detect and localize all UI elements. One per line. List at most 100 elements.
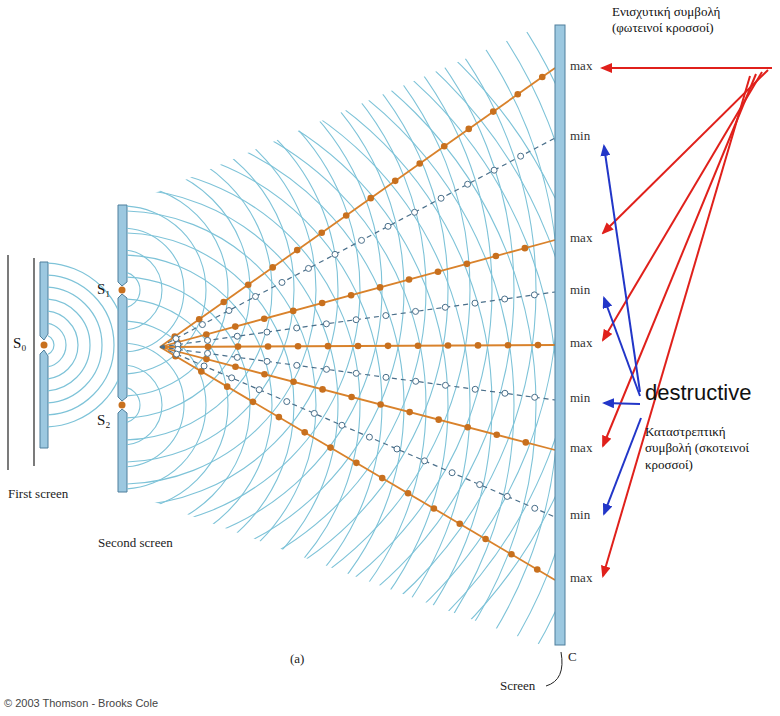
destructive-dot (532, 394, 538, 400)
constructive-dot (539, 74, 546, 81)
destructive-dot (449, 470, 455, 476)
destructive-dot (518, 153, 524, 159)
constructive-dot (276, 414, 283, 421)
constructive-dot (261, 371, 268, 378)
destructive-dot (234, 333, 240, 339)
wavefront (0, 145, 382, 665)
wavefront (0, 233, 294, 577)
maximum-ray (160, 240, 555, 347)
destructive-arrow (604, 146, 640, 392)
constructive-dot (265, 343, 272, 350)
constructive-dot (464, 261, 471, 268)
second-screen-bar (118, 409, 127, 492)
min-label: min (570, 283, 590, 298)
constructive-dot (493, 253, 500, 260)
constructive-dot (522, 439, 529, 446)
constructive-dot (343, 212, 350, 219)
wavefront (0, 74, 338, 506)
wavefront (60, 343, 184, 467)
max-label: max (570, 231, 592, 246)
constructive-dot (465, 126, 472, 133)
wavefront (48, 323, 66, 367)
wavefront (0, 0, 492, 660)
destructive-arrow (604, 298, 640, 396)
destructive-dot (256, 387, 262, 393)
minimum-ray (160, 138, 555, 347)
wavefront (38, 206, 206, 374)
slit-waves (0, 0, 602, 716)
wavefront (0, 0, 580, 716)
source-dot (41, 342, 48, 349)
slit-label: S₁ (97, 281, 111, 298)
constructive-note: Ενισχυτική συμβολή (φωτεινοί κροσσοί) (612, 4, 772, 37)
constructive-dot (301, 429, 308, 436)
wavefront (0, 96, 316, 484)
max-label: max (570, 59, 592, 74)
constructive-dot (377, 284, 384, 291)
wavefront (0, 13, 514, 716)
destructive-dot (173, 336, 179, 342)
first-screen-bar (40, 262, 48, 340)
first-screen-line (7, 255, 8, 470)
second-screen-bar (118, 294, 127, 401)
destructive-dot (491, 167, 497, 173)
destructive-dot (383, 374, 389, 380)
first-screen-label: First screen (8, 487, 68, 502)
constructive-dot (405, 490, 412, 497)
wavefront (48, 275, 114, 415)
destructive-dot (294, 325, 300, 331)
destructive-arrow (604, 403, 640, 404)
destructive-dot (438, 195, 444, 201)
destructive-dot (502, 296, 508, 302)
destructive-dot (359, 237, 365, 243)
constructive-dot (235, 343, 242, 350)
second-screen-label: Second screen (98, 536, 173, 551)
first-screen-bar (40, 350, 48, 448)
constructive-dot (482, 536, 489, 543)
wavefront (0, 35, 492, 716)
constructive-dot (441, 143, 448, 150)
destructive-dot (174, 351, 180, 357)
constructive-dot (377, 401, 384, 408)
destructive-dot (385, 223, 391, 229)
constructive-dot (464, 424, 471, 431)
minimum-ray (160, 347, 555, 400)
wavefront (0, 189, 338, 621)
destructive-dot (201, 363, 207, 369)
wavefront (0, 162, 250, 418)
wavefront (82, 250, 162, 330)
destructive-dot (311, 410, 317, 416)
destructive-dot (532, 505, 538, 511)
constructive-dot (319, 386, 326, 393)
wavefront (0, 0, 602, 716)
wavefront (0, 101, 426, 709)
screen-label: Screen (500, 679, 535, 694)
constructive-dot (319, 300, 326, 307)
second-screen-bar (118, 205, 127, 286)
destructive-dot (264, 329, 270, 335)
constructive-dot (456, 521, 463, 528)
destructive-dot (205, 350, 211, 356)
wavefront (0, 0, 514, 682)
wavefront (0, 0, 536, 716)
max-label: max (570, 336, 592, 351)
constructive-dot (514, 91, 521, 98)
destructive-note: Καταστρεπτική συμβολή (σκοτεινοί κροσσοί… (645, 424, 775, 473)
constructive-dot (295, 343, 302, 350)
wavefront (16, 184, 228, 396)
maximum-ray (160, 68, 555, 347)
destructive-dot (394, 446, 400, 452)
destructive-dot (234, 354, 240, 360)
constructive-dot (232, 323, 239, 330)
destructive-dot (323, 321, 329, 327)
constructive-dot (269, 264, 276, 271)
destructive-dot (205, 337, 211, 343)
constructive-dot (325, 343, 332, 350)
destructive-dot (284, 399, 290, 405)
constructive-dot (245, 281, 252, 288)
constructive-dot (203, 356, 210, 363)
wavefront (0, 79, 448, 716)
constructive-dot (535, 342, 542, 349)
constructive-dot (327, 444, 334, 451)
destructive-dot (353, 370, 359, 376)
